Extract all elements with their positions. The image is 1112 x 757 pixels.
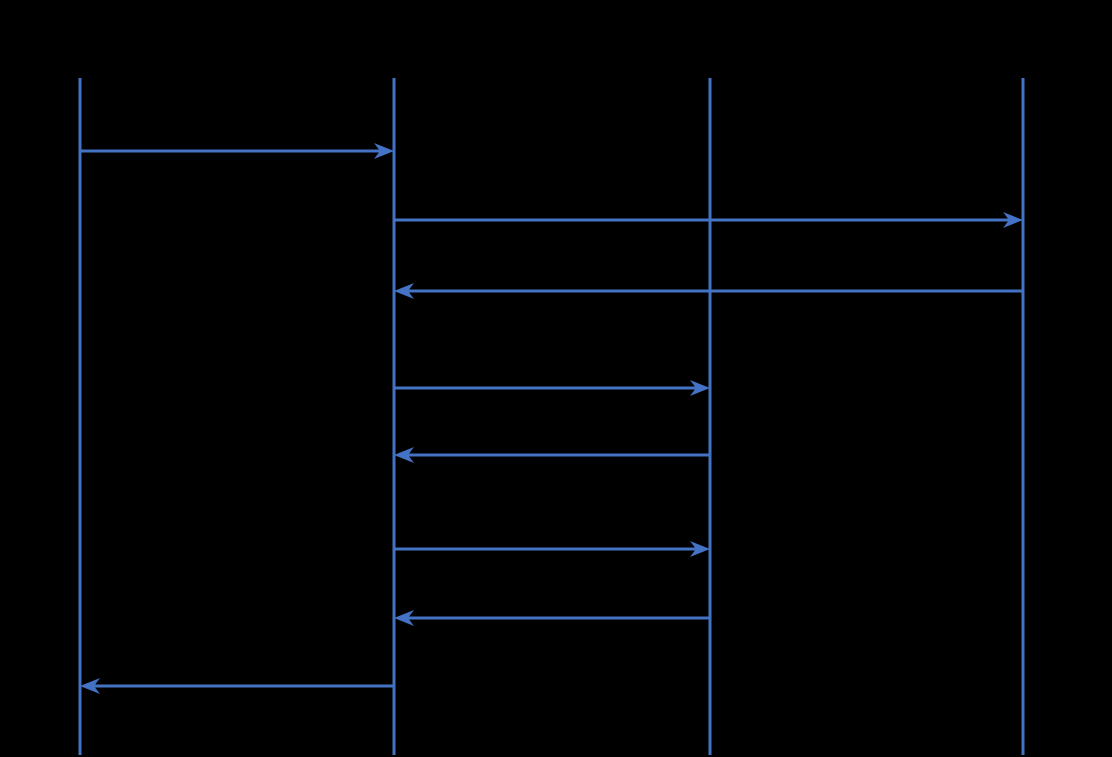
message-4 — [394, 380, 710, 396]
arrowhead-icon — [374, 143, 394, 159]
arrowhead-icon — [394, 447, 414, 463]
arrowhead-icon — [690, 380, 710, 396]
message-6 — [394, 541, 710, 557]
arrowhead-icon — [394, 283, 414, 299]
message-5 — [394, 447, 710, 463]
message-7 — [394, 610, 710, 626]
arrowhead-icon — [394, 610, 414, 626]
message-8 — [80, 678, 394, 694]
message-1 — [80, 143, 394, 159]
arrowhead-icon — [1003, 212, 1023, 228]
message-2 — [394, 212, 1023, 228]
message-3 — [394, 283, 1023, 299]
arrowhead-icon — [80, 678, 100, 694]
arrowhead-icon — [690, 541, 710, 557]
